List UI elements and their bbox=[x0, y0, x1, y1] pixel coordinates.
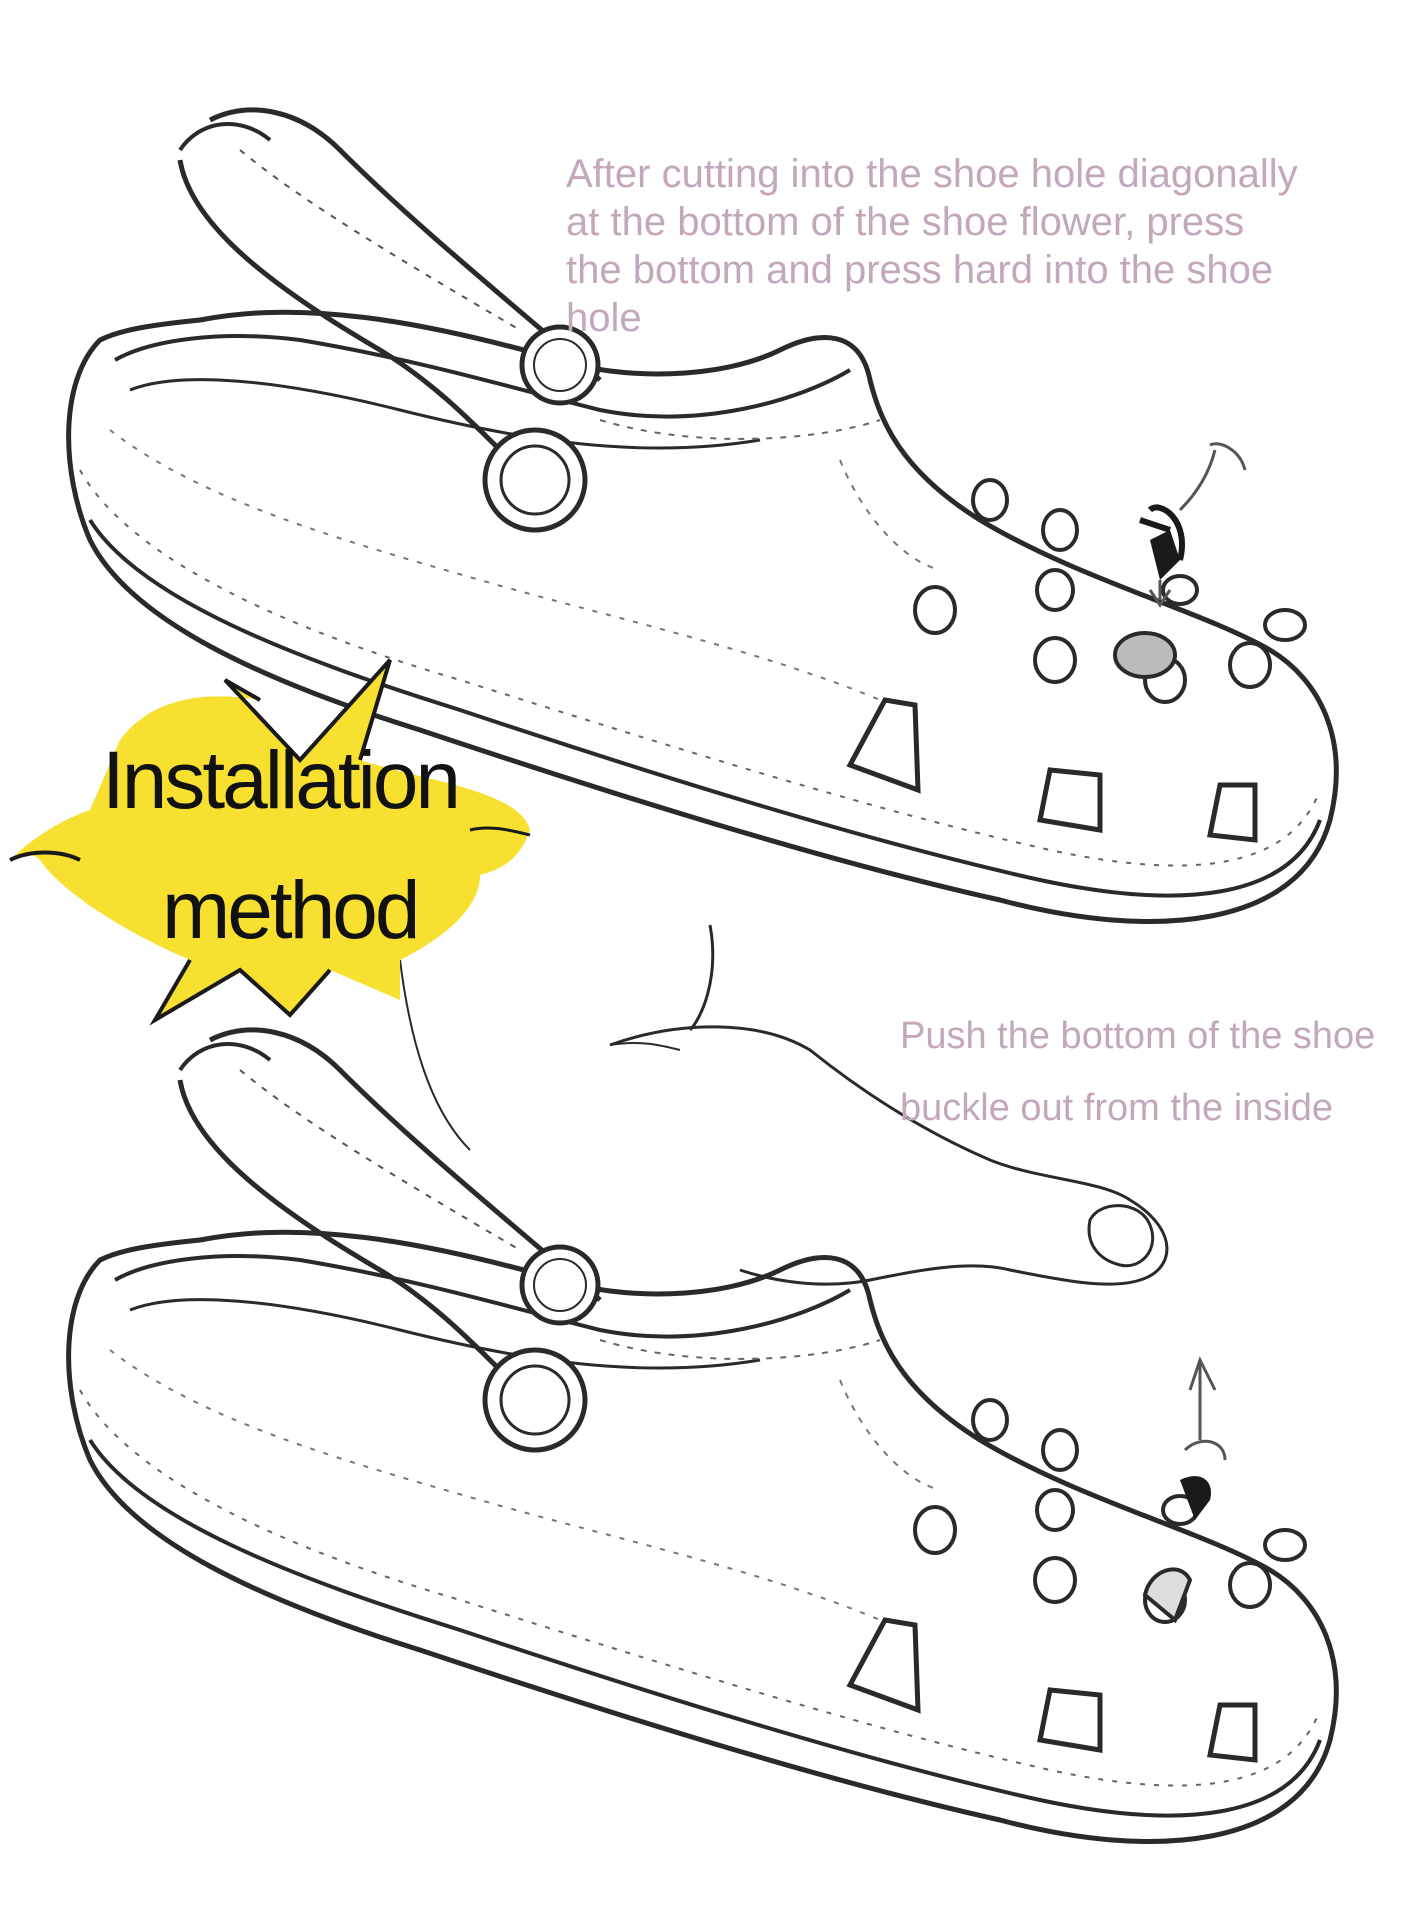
installation-title: Installation method bbox=[0, 650, 560, 1040]
caption-press-in: After cutting into the shoe hole diagona… bbox=[566, 152, 1298, 340]
installation-badge bbox=[9, 658, 531, 1026]
charm-press-in-icon bbox=[1113, 442, 1247, 679]
clog-illustration-top bbox=[69, 110, 1337, 921]
finger-illustration bbox=[399, 924, 1169, 1286]
charm-push-out-icon bbox=[1142, 1356, 1227, 1624]
clog-illustration-bottom bbox=[69, 1030, 1337, 1841]
caption-push-out: Push the bottom of the shoe buckle out f… bbox=[900, 1015, 1376, 1129]
title-line-2: method bbox=[162, 865, 421, 956]
title-line-1: Installation bbox=[102, 735, 461, 826]
